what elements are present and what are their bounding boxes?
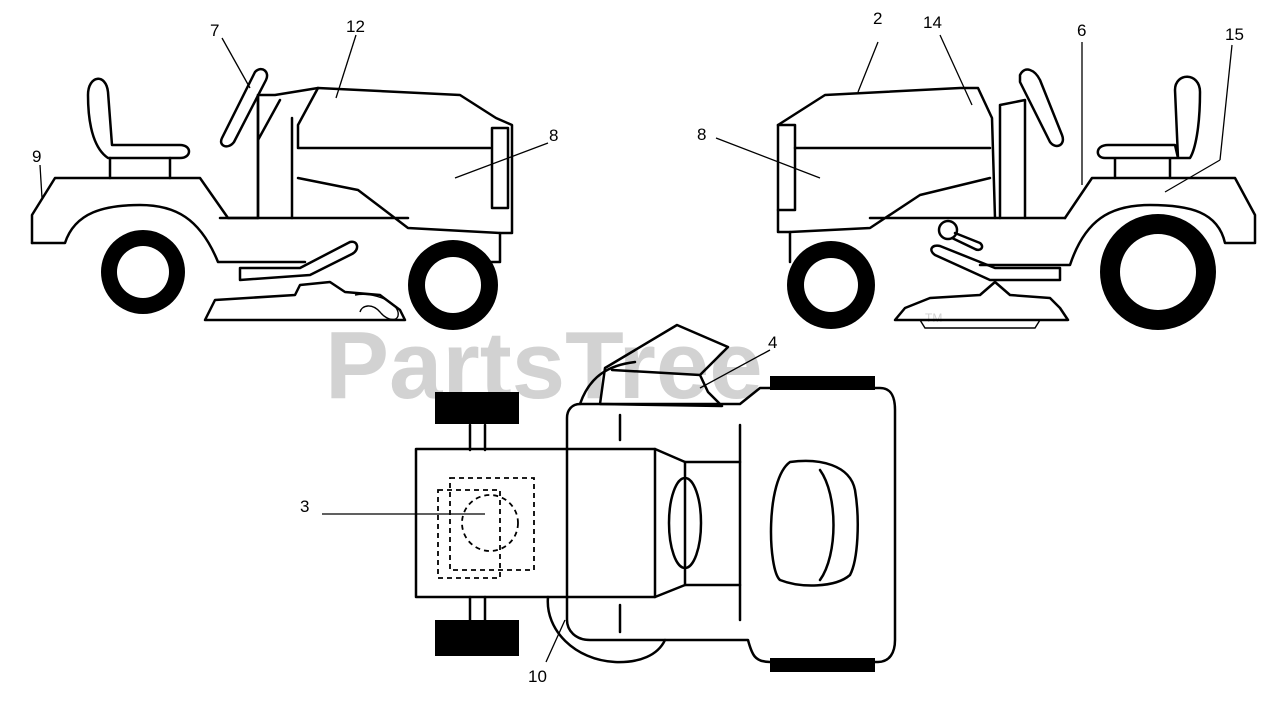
seat-top <box>769 459 859 587</box>
callout-15: 15 <box>1225 25 1244 44</box>
leader-8-left <box>454 142 549 179</box>
body-top <box>565 386 897 664</box>
callout-8-left: 8 <box>549 126 558 145</box>
watermark-tm: TM <box>925 311 942 325</box>
front-wheel-top-upper <box>435 392 519 424</box>
callout-4: 4 <box>768 333 777 352</box>
engine-outline <box>449 477 535 571</box>
deck-top-upper <box>578 360 637 406</box>
leader-12 <box>335 34 357 99</box>
steering-wheel-right <box>1018 68 1065 148</box>
leader-15 <box>1219 44 1233 161</box>
grille-right <box>776 123 797 212</box>
engine-cover-outline <box>437 489 501 579</box>
rear-wheel-top-lower <box>770 658 875 672</box>
leader-15b <box>1164 159 1221 193</box>
rear-fender <box>30 86 514 264</box>
callout-8-right: 8 <box>697 125 706 144</box>
steering-wheel-top <box>667 476 703 570</box>
leader-lines <box>39 34 1233 663</box>
callout-3: 3 <box>300 497 309 516</box>
fender-arch <box>30 203 307 264</box>
callout-7: 7 <box>210 21 219 40</box>
rear-wheel-right <box>1100 214 1216 330</box>
rear-wheel-top-upper <box>770 376 875 390</box>
dash-column <box>256 93 294 220</box>
leader-4 <box>699 349 771 389</box>
leader-7 <box>221 37 251 89</box>
seat-back <box>86 77 191 160</box>
front-wheel-top-lower <box>435 620 519 656</box>
dash-column-right <box>998 98 1027 220</box>
rear-wheel-left <box>101 230 185 314</box>
callout-numbers: 2 3 4 6 7 8 8 9 10 12 14 15 <box>32 9 1244 686</box>
callout-9: 9 <box>32 147 41 166</box>
hood-lines <box>788 146 1067 234</box>
rear-fender-right <box>978 176 1257 267</box>
front-axle <box>468 423 487 622</box>
leader-9 <box>39 164 43 199</box>
leader-14 <box>939 34 973 106</box>
tractor-top-view <box>414 323 897 672</box>
deck-top-lower <box>546 595 667 664</box>
footrest <box>238 240 359 282</box>
leader-8-right <box>715 137 821 179</box>
deck-chute <box>354 293 399 321</box>
callout-14: 14 <box>923 13 942 32</box>
hood-top <box>414 447 657 599</box>
grille <box>490 126 510 210</box>
front-wheel-right <box>787 241 875 329</box>
hood-body <box>776 86 997 264</box>
leader-10 <box>545 619 566 663</box>
callout-2: 2 <box>873 9 882 28</box>
deck-chute-right <box>919 319 1041 329</box>
tractor-right-side-view <box>776 68 1257 330</box>
callout-10: 10 <box>528 667 547 686</box>
tractor-left-side-view <box>30 67 514 330</box>
front-wheel-left <box>408 240 498 330</box>
steering-wheel <box>219 67 269 148</box>
lift-lever <box>937 219 984 252</box>
hood-taper <box>653 447 687 599</box>
engine-flywheel-outline <box>461 494 519 552</box>
seat-post <box>108 156 172 180</box>
callout-12: 12 <box>346 17 365 36</box>
leader-2 <box>857 41 879 93</box>
footrest-right <box>930 244 1062 282</box>
seat-top-back <box>818 468 835 582</box>
hood-panel <box>218 86 502 235</box>
mower-deck <box>203 280 407 322</box>
mower-deck-right <box>893 280 1070 322</box>
seat-right <box>1096 75 1202 180</box>
callout-6: 6 <box>1077 21 1086 40</box>
